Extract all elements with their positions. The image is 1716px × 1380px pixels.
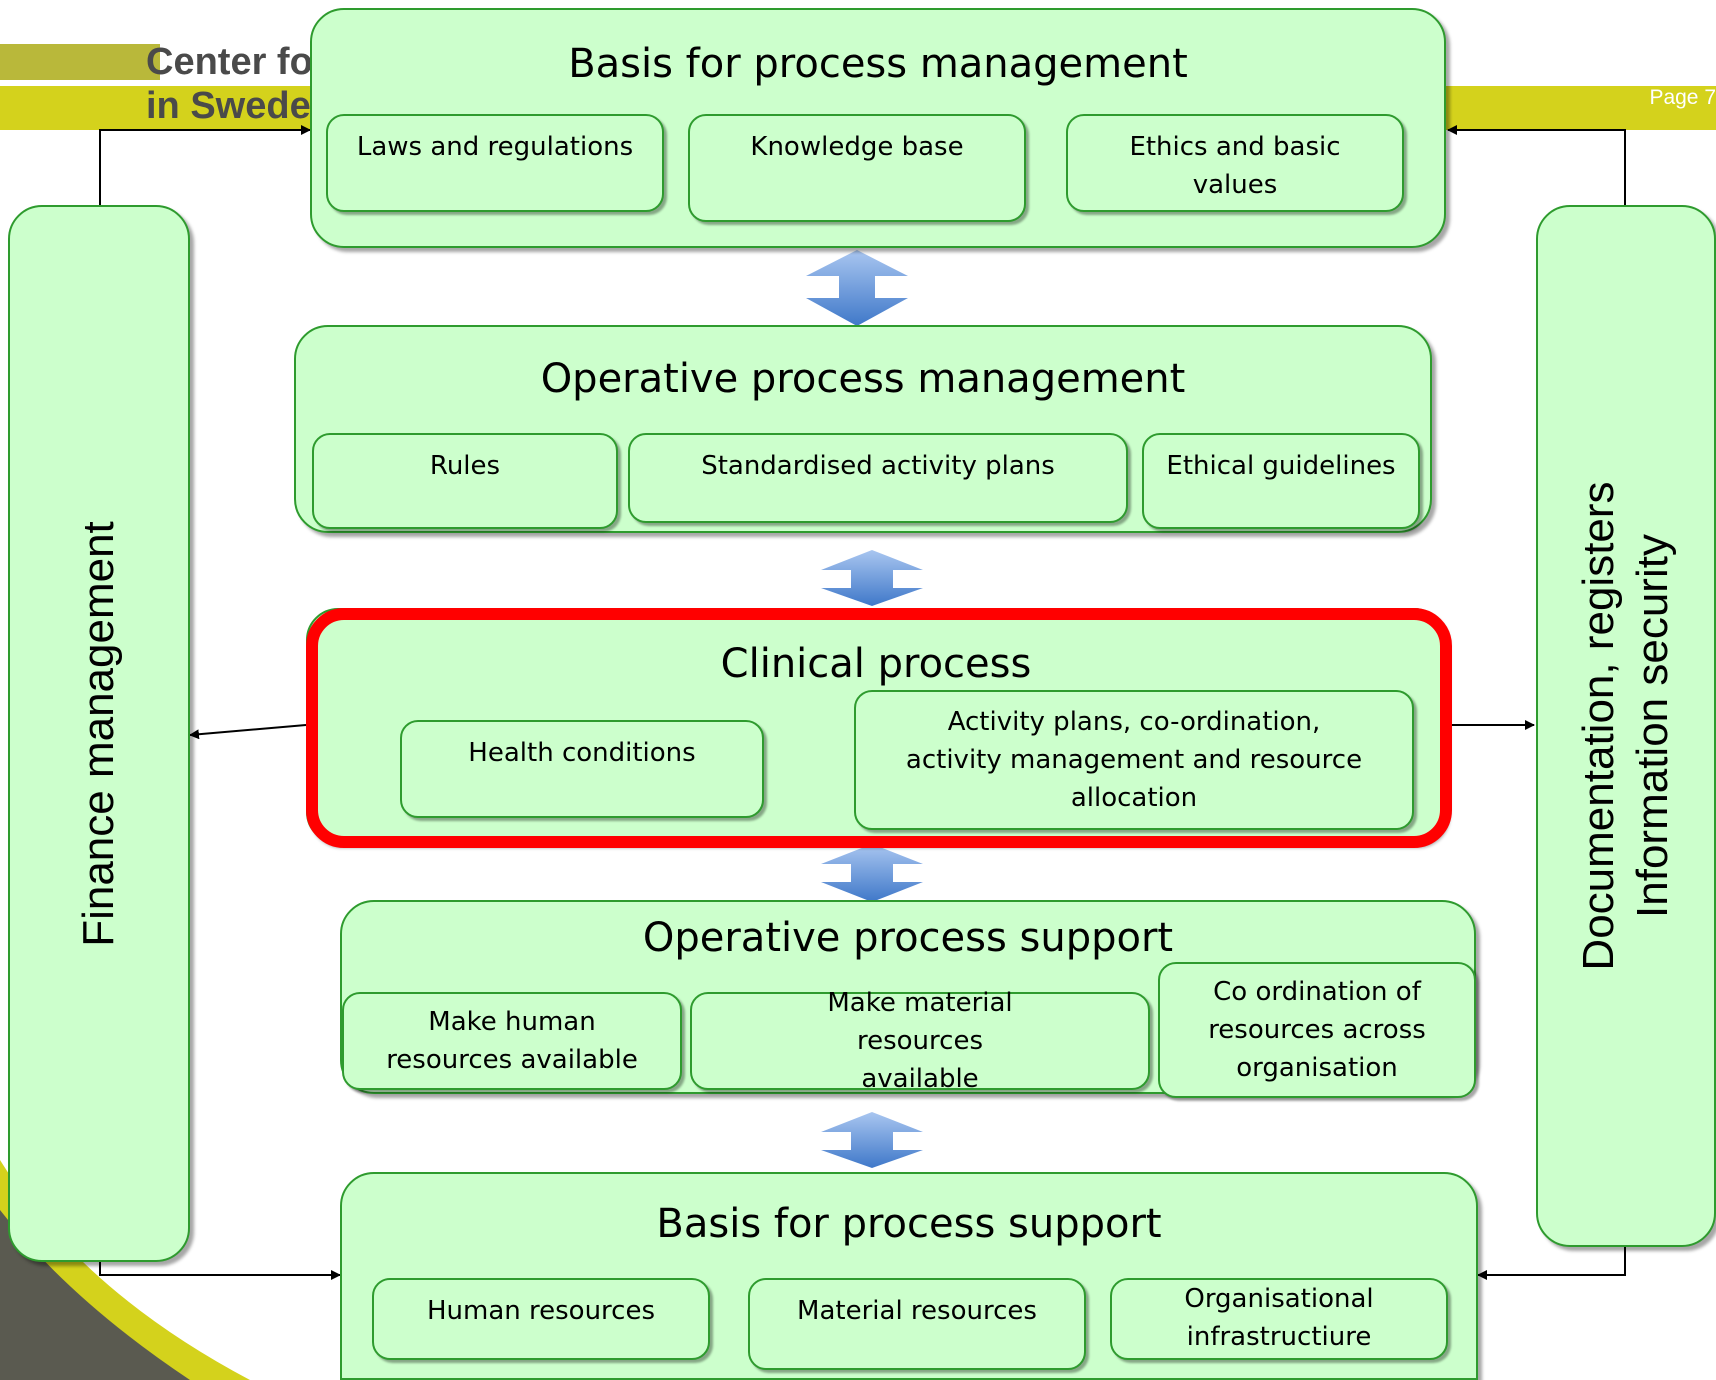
double-arrow-3 — [821, 844, 923, 902]
double-arrow-4 — [821, 1112, 923, 1168]
organisational-infrastructure-box: Organisational infrastructiure — [1110, 1278, 1448, 1360]
double-arrow-1 — [806, 250, 908, 326]
double-arrow-2 — [821, 550, 923, 606]
operative-management-box: Operative process management Rules Stand… — [294, 325, 1432, 533]
documentation-line-2: Information security — [1628, 534, 1677, 918]
clinical-highlight-frame — [306, 608, 1452, 848]
coordination-resources-box: Co ordination of resources across organi… — [1158, 962, 1476, 1098]
logo-line-2: in Sweden — [146, 85, 334, 127]
basis-management-title: Basis for process management — [568, 41, 1188, 87]
knowledge-base-box: Knowledge base — [688, 114, 1026, 222]
basis-support-box: Basis for process support Human resource… — [340, 1172, 1478, 1380]
operative-management-title: Operative process management — [540, 356, 1186, 402]
material-resources-available-box: Make material resources available — [690, 988, 1150, 1094]
documentation-label: Documentation, registers Information sec… — [1572, 481, 1680, 970]
clinical-process-title: Clinical process — [720, 641, 1032, 687]
finance-management-label: Finance management — [74, 520, 123, 947]
logo-line-1: Center for — [146, 41, 328, 83]
header-band-olive — [0, 44, 160, 80]
ethics-basic-values-box: Ethics and basic values — [1066, 114, 1404, 212]
laws-regulations-box: Laws and regulations — [326, 114, 664, 212]
material-resources-box: Material resources — [748, 1278, 1086, 1370]
rules-box: Rules — [312, 433, 618, 529]
header-page-number: Page 7 — [1649, 86, 1716, 109]
documentation-line-1: Documentation, registers — [1574, 481, 1623, 971]
activity-plans-box: Activity plans, co-ordination, activity … — [854, 690, 1414, 830]
health-conditions-box: Health conditions — [400, 720, 764, 818]
human-resources-available-box: Make human resources available — [342, 992, 682, 1090]
header-event-text: Workshop Lund Nov 20 — [1496, 55, 1716, 78]
ethical-guidelines-box: Ethical guidelines — [1142, 433, 1420, 529]
clinical-process-box: Clinical process Health conditions Activ… — [306, 608, 1446, 844]
finance-management-panel: Finance management — [8, 205, 190, 1262]
operative-support-title: Operative process support — [642, 915, 1174, 961]
basis-management-box: Basis for process management Laws and re… — [310, 8, 1446, 248]
documentation-panel: Documentation, registers Information sec… — [1536, 205, 1716, 1247]
operative-support-box: Operative process support Make human res… — [340, 900, 1476, 1098]
standardised-activity-plans-box: Standardised activity plans — [628, 433, 1128, 523]
human-resources-box: Human resources — [372, 1278, 710, 1360]
basis-support-title: Basis for process support — [656, 1201, 1162, 1247]
